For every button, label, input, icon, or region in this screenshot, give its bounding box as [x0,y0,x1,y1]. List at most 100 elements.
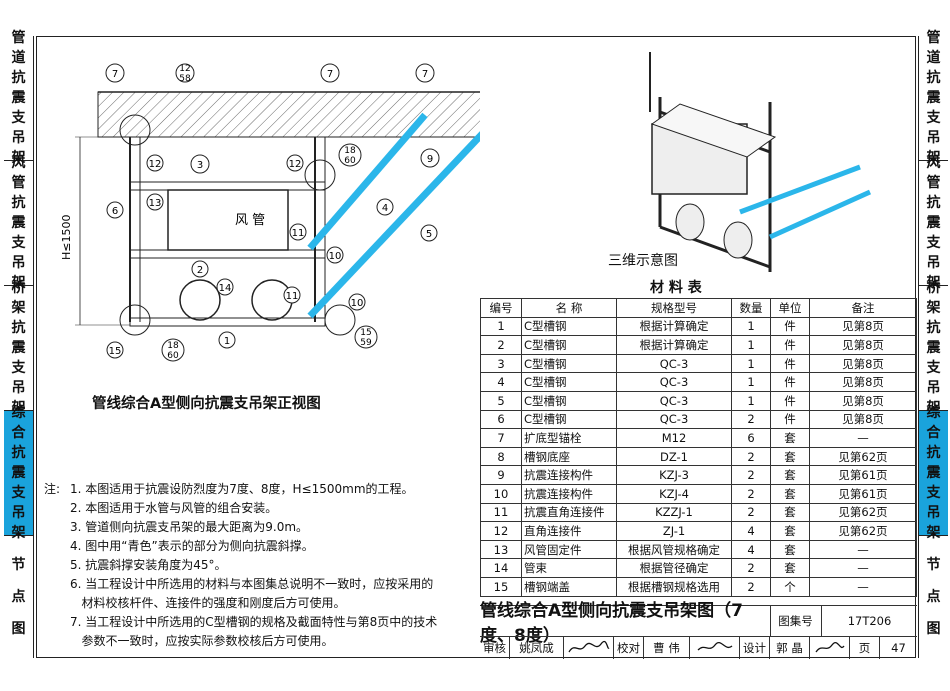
table-cell: 2 [731,465,771,485]
svg-text:1: 1 [224,336,230,347]
channel-1 [129,317,326,327]
svg-text:4: 4 [382,203,388,214]
side-tab-label: 风管抗震支吊架 [11,155,26,291]
title-block: 管线综合A型侧向抗震支吊架图（7度、8度） 图集号 17T206 审核 姚凤成 … [480,601,917,659]
table-cell: 根据风管规格确定 [616,539,732,560]
design-name: 郭 晶 [770,636,810,659]
channel-2 [129,249,326,259]
note-item: 2. 本图适用于水管与风管的组合安装。 [70,501,278,515]
side-tab-label: 节点图 [11,557,26,637]
side-tab-pipe-right[interactable]: 管道抗震支吊架 [918,30,948,166]
side-tab-node-right[interactable]: 节点图 [918,536,948,658]
side-tab-label: 综合抗震支吊架 [11,405,26,541]
side-tab-duct-right[interactable]: 风管抗震支吊架 [918,155,948,291]
table-cell: 2 [731,576,771,597]
side-tab-label: 管道抗震支吊架 [926,30,941,166]
note-item: 6. 当工程设计中所选用的材料与本图集总说明不一致时，应按采用的 [70,577,434,591]
svg-text:14: 14 [219,283,232,294]
svg-text:18: 18 [344,146,356,156]
drawing-title: 管线综合A型侧向抗震支吊架图（7度、8度） [480,601,771,646]
detail-circle [304,159,336,191]
svg-text:7: 7 [422,69,428,80]
notes-prefix: 注: [44,482,61,496]
table-cell: C型槽钢 [521,316,617,337]
table-cell: 2 [731,502,771,523]
design-signature [810,636,850,659]
table-cell: 见第8页 [809,316,917,337]
table-cell: KZJ-4 [616,483,732,504]
svg-text:60: 60 [344,156,356,166]
svg-text:13: 13 [149,198,162,209]
review-label: 审核 [480,636,510,659]
review-name: 姚凤成 [510,636,564,659]
header-cell: 备注 [809,298,917,318]
table-cell: 8 [480,446,522,467]
table-cell: 件 [770,316,810,337]
svg-text:10: 10 [351,298,364,309]
note-item: 参数不一致时，应按实际参数校核后方可使用。 [70,634,334,648]
table-cell: 根据槽钢规格选用 [616,576,732,597]
side-tab-tray-left[interactable]: 桥架抗震支吊架 [4,280,34,416]
seismic-brace-lower [307,131,480,319]
table-cell: 见第8页 [809,390,917,411]
side-tab-duct-left[interactable]: 风管抗震支吊架 [4,155,34,291]
duct-label: 风 管 [235,213,265,228]
svg-text:12: 12 [289,159,302,170]
table-cell: 件 [770,409,810,430]
side-tab-combined-left[interactable]: 综合抗震支吊架 [4,405,34,541]
side-tab-combined-right[interactable]: 综合抗震支吊架 [918,405,948,541]
svg-text:12: 12 [149,159,162,170]
table-cell: 3 [480,353,522,374]
table-cell: DZ-1 [616,446,732,467]
svg-text:15: 15 [109,346,122,357]
table-cell: C型槽钢 [521,335,617,355]
table-cell: 1 [731,372,771,392]
front-view-caption: 管线综合A型侧向抗震支吊架正视图 [92,396,321,412]
svg-text:3: 3 [197,160,203,171]
table-cell: — [809,539,917,560]
side-tab-node-left[interactable]: 节点图 [4,536,34,658]
check-label: 校对 [614,636,644,659]
water-pipe-left [179,279,221,321]
table-cell: 10 [480,483,522,504]
table-cell: 套 [770,502,810,523]
header-cell: 名 称 [521,298,617,318]
table-cell: 见第62页 [809,446,917,467]
svg-text:10: 10 [329,251,342,262]
table-cell: 槽钢底座 [521,446,617,467]
svg-text:5: 5 [426,229,432,240]
detail-circle [119,304,151,336]
table-cell: 抗震连接构件 [521,465,617,485]
table-cell: 1 [480,316,522,337]
table-cell: 根据计算确定 [616,335,732,355]
callout-bubbles: 7 12 58 7 7 7 18 60 3 9 10 58 9 12 12 6 … [105,63,440,362]
side-tab-label: 管道抗震支吊架 [11,30,26,166]
notes-section: 注:1. 本图适用于抗震设防烈度为7度、8度，H≤1500mm的工程。 2. 本… [44,480,437,651]
table-cell: 6 [731,428,771,448]
side-tab-label: 风管抗震支吊架 [926,155,941,291]
svg-text:7: 7 [327,69,333,80]
table-cell: 2 [731,483,771,504]
note-item: 5. 抗震斜撑安装角度为45°。 [70,558,227,572]
table-cell: 见第61页 [809,465,917,485]
table-cell: 件 [770,372,810,392]
table-cell: 4 [731,521,771,541]
side-tab-pipe-left[interactable]: 管道抗震支吊架 [4,30,34,166]
table-cell: 见第61页 [809,483,917,504]
side-tab-tray-right[interactable]: 桥架抗震支吊架 [918,280,948,416]
table-cell: 件 [770,390,810,411]
table-cell: 件 [770,335,810,355]
svg-text:9: 9 [427,154,433,165]
air-duct [167,189,289,251]
header-cell: 编号 [480,298,522,318]
table-cell: 个 [770,576,810,597]
table-cell: 套 [770,465,810,485]
front-view-drawing: 风 管 H≤1500 7 12 58 7 7 7 18 60 3 9 10 58… [60,63,480,362]
table-cell: 7 [480,428,522,448]
table-cell: — [809,576,917,597]
